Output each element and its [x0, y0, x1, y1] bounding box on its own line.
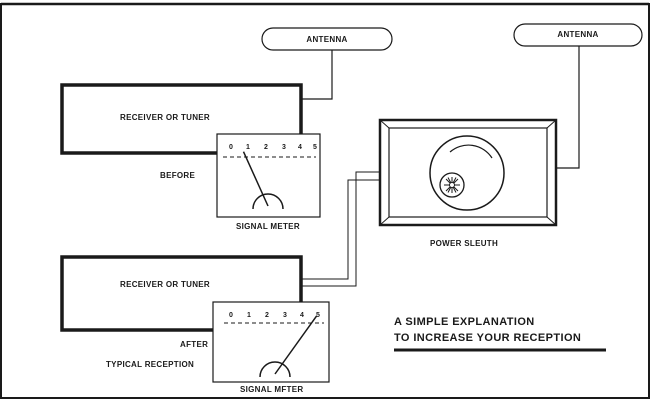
cable-a: [302, 179, 380, 280]
after-label: AFTER: [180, 340, 209, 349]
scale-tick-label: 5: [313, 144, 317, 151]
knob-center: [449, 182, 455, 188]
scale-tick-label: 1: [246, 144, 250, 151]
scale-tick-label: 0: [229, 144, 233, 151]
needle-pivot-bottom: [259, 361, 291, 378]
explanation-line-2: TO INCREASE YOUR RECEPTION: [394, 332, 582, 344]
bevel-br: [546, 216, 557, 226]
bevel-tr: [546, 119, 557, 129]
needle-pivot-top: [252, 193, 284, 210]
before-label: BEFORE: [160, 171, 196, 180]
power-sleuth-label: POWER SLEUTH: [430, 239, 499, 248]
bevel-tl: [379, 119, 390, 129]
scale-tick-label: 2: [264, 144, 268, 151]
scale-tick-label: 3: [282, 144, 286, 151]
antenna-label-right: ANTENNA: [557, 30, 599, 39]
antenna-wire-right: [556, 46, 580, 169]
meter-scale-top: 0 1 2 3 4 5: [0, 144, 651, 153]
antenna-tag-right: [513, 23, 643, 47]
scale-tick-label: 5: [316, 312, 320, 319]
signal-meter-top: [216, 133, 321, 218]
receiver-label-bottom: RECEIVER OR TUNER: [120, 280, 210, 289]
explanation-line-1: A SIMPLE EXPLANATION: [394, 316, 535, 328]
bevel-bl: [379, 216, 390, 226]
scale-tick-label: 3: [283, 312, 287, 319]
scale-tick-label: 1: [247, 312, 251, 319]
receiver-label-top: RECEIVER OR TUNER: [120, 113, 210, 122]
signal-meter-label-top: SIGNAL METER: [236, 222, 300, 231]
antenna-wire-left: [300, 50, 333, 100]
signal-meter-bottom: [212, 301, 330, 383]
scale-tick-label: 2: [265, 312, 269, 319]
dial-highlight: [449, 144, 493, 159]
scale-tick-label: 0: [229, 312, 233, 319]
antenna-tag-left: [261, 27, 393, 51]
typical-reception-label: TYPICAL RECEPTION: [106, 360, 195, 369]
needle-before: [242, 151, 269, 207]
power-sleuth-inner-frame: [388, 127, 548, 218]
scale-tick-label: 4: [300, 312, 304, 319]
meter-scale-bottom: 0 1 2 3 4 5: [0, 312, 651, 321]
signal-meter-label-bottom: SIGNAL MFTER: [240, 385, 304, 394]
antenna-label-left: ANTENNA: [306, 35, 348, 44]
cable-b: [302, 171, 380, 287]
needle-after: [274, 315, 318, 375]
scale-tick-label: 4: [298, 144, 302, 151]
